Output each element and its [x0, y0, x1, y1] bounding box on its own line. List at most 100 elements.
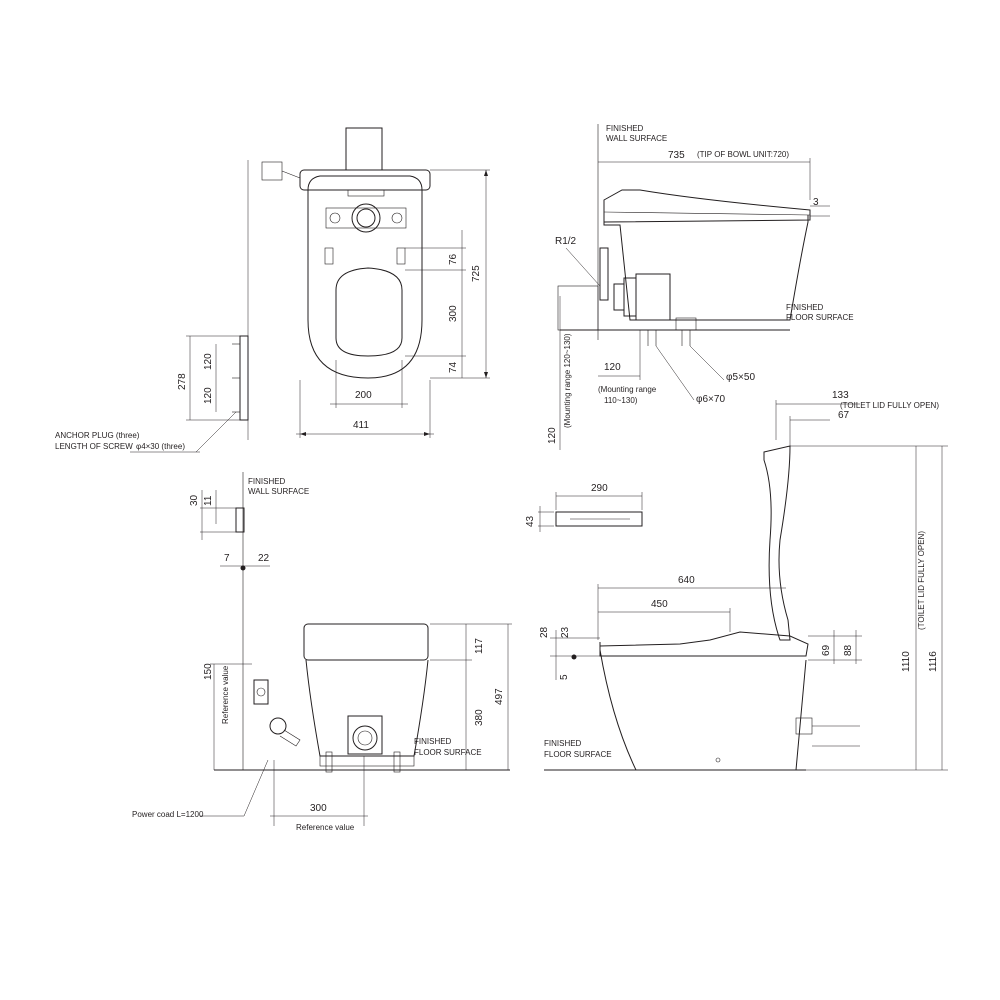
dim-380: 380 — [474, 709, 485, 726]
dim-120-h: 120 — [604, 362, 621, 373]
front-drain-ring — [352, 725, 378, 751]
dim-28: 28 — [539, 626, 550, 638]
dim-43: 43 — [525, 515, 536, 527]
remote-wall-label-1: FINISHED — [248, 477, 286, 486]
side-bowl — [599, 649, 807, 771]
dim-5: 5 — [559, 674, 570, 680]
flange-bracket — [325, 207, 407, 229]
dim-11: 11 — [203, 495, 214, 506]
dim-200: 200 — [355, 390, 372, 401]
seat-lid — [603, 189, 811, 223]
dim-1116: 1116 — [928, 651, 939, 672]
flange-ring — [351, 203, 381, 233]
mount-range-h-2: 110~130) — [604, 396, 638, 405]
remote-holder — [235, 507, 245, 533]
supply-pipe — [557, 285, 599, 331]
open-lid — [763, 445, 791, 641]
wall-valve — [599, 247, 609, 301]
side-view-bottom: FINISHED FLOOR SURFACE 133 67 (TOILET LI… — [539, 390, 948, 771]
dim-67: 67 — [838, 410, 850, 421]
dim-120-upper: 120 — [203, 353, 214, 370]
side-floor-label-1: FINISHED — [544, 739, 582, 748]
dim-133: 133 — [832, 390, 849, 401]
anchor-note-1: ANCHOR PLUG (three) — [55, 431, 140, 440]
dim-3: 3 — [813, 197, 819, 208]
valve-hose — [281, 170, 301, 179]
fix-bracket-left — [324, 247, 334, 265]
side-valve — [795, 717, 813, 735]
dim-278: 278 — [177, 373, 188, 390]
dim-450: 450 — [651, 599, 668, 610]
bolt-left — [329, 212, 341, 224]
top-connector — [347, 189, 385, 197]
fix-bracket-right — [396, 247, 406, 265]
dim-640: 640 — [678, 575, 695, 586]
dim-120-v: 120 — [547, 427, 558, 444]
dim-69: 69 — [821, 644, 832, 656]
r12-label: R1/2 — [555, 236, 577, 247]
remote-control — [555, 511, 643, 527]
wall-label-1: FINISHED — [606, 124, 644, 133]
dim-497: 497 — [494, 688, 505, 705]
dim-120-lower: 120 — [203, 387, 214, 404]
lid-open-label: (TOILET LID FULLY OPEN) — [840, 401, 939, 410]
remote-wall-label-2: WALL SURFACE — [248, 487, 309, 496]
dim-725: 725 — [471, 265, 482, 282]
dim-88: 88 — [843, 644, 854, 656]
power-cord-label: Power coad L=1200 — [132, 810, 204, 819]
dim-76: 76 — [448, 253, 459, 265]
drain-socket — [635, 273, 671, 321]
back-cover — [299, 169, 431, 191]
front-bowl — [305, 659, 429, 757]
adapter-1 — [613, 283, 625, 311]
drain-pipe — [345, 127, 383, 171]
floor-label-1: FINISHED — [786, 303, 824, 312]
side-view-top: FINISHED WALL SURFACE 735 (TIP OF BOWL U… — [547, 124, 854, 450]
anchor-plate — [239, 335, 249, 421]
front-base — [319, 755, 415, 767]
floor-bracket — [675, 317, 697, 331]
phi6-label: φ6×70 — [696, 394, 725, 405]
mount-range-h-1: (Mounting range — [598, 385, 657, 394]
dim-411: 411 — [353, 420, 369, 431]
dim-150: 150 — [203, 663, 214, 680]
dim-30: 30 — [189, 494, 200, 506]
tip-note: (TIP OF BOWL UNIT:720) — [697, 150, 789, 159]
dim-1110: 1110 — [901, 651, 912, 672]
front-floor-label-2: FLOOR SURFACE — [414, 748, 482, 757]
dim-23: 23 — [560, 626, 571, 638]
top-view: 725 76 300 74 200 411 — [261, 127, 490, 438]
dim-300: 300 — [448, 305, 459, 322]
bowl-body — [603, 200, 809, 321]
front-drain — [347, 715, 383, 755]
floor-label-2: FLOOR SURFACE — [786, 313, 854, 322]
front-floor-label-1: FINISHED — [414, 737, 452, 746]
bolt-right — [391, 212, 403, 224]
seat-opening — [335, 267, 403, 357]
dim-22: 22 — [258, 553, 270, 564]
dim-735: 735 — [668, 150, 685, 161]
remote-bracket-view: FINISHED WALL SURFACE 30 11 7 22 290 43 — [189, 472, 643, 770]
front-valve — [253, 679, 269, 705]
wall-label-2: WALL SURFACE — [606, 134, 667, 143]
dim-74: 74 — [448, 361, 459, 373]
dim-300-front: 300 — [310, 803, 327, 814]
side-seat — [599, 631, 809, 657]
screw-spec: φ4×30 (three) — [136, 442, 185, 451]
phi5-label: φ5×50 — [726, 372, 755, 383]
lid-open-label-v: (TOILET LID FULLY OPEN) — [917, 531, 926, 630]
front-hose — [279, 729, 301, 747]
bowl-outline — [307, 175, 423, 379]
front-view: 117 497 380 150 Reference value FINISHED… — [132, 623, 512, 832]
dim-7: 7 — [224, 553, 230, 564]
anchor-plate-view: 278 120 120 ANCHOR PLUG (three) LENGTH O… — [55, 335, 249, 453]
ref-value-v: Reference value — [221, 665, 230, 724]
flange-hole — [356, 208, 376, 228]
dim-117: 117 — [474, 638, 485, 654]
dim-290: 290 — [591, 483, 608, 494]
side-floor-label-2: FLOOR SURFACE — [544, 750, 612, 759]
front-lid — [303, 623, 429, 661]
anchor-note-2: LENGTH OF SCREW — [55, 442, 133, 451]
